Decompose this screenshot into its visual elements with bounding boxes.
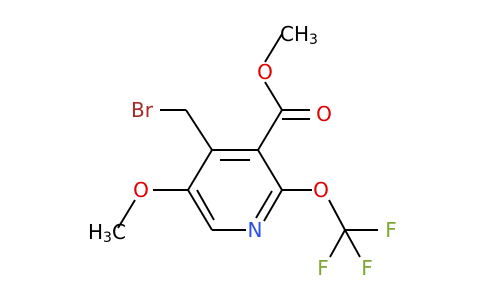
atom-f-bottom-left: F <box>317 256 329 280</box>
atom-methoxy-o: O <box>133 178 149 202</box>
pyridine-ring <box>187 149 283 231</box>
atom-ocf3-o: O <box>313 178 329 202</box>
methoxy-h: H <box>88 220 103 244</box>
bond-ccarbonyl-o-single <box>264 81 283 111</box>
atom-ring-n: N <box>248 218 263 242</box>
bond-c6-c5-inner <box>196 189 215 221</box>
bond-omethoxy-ch3 <box>117 199 136 229</box>
bond-c5-c4 <box>187 149 213 191</box>
bond-c2-n <box>263 189 283 222</box>
bond-o-ch3 <box>264 33 283 63</box>
atom-methyl-top: CH3 <box>280 22 318 48</box>
bond-c6-c5 <box>187 189 213 231</box>
methyl-top-ch: CH <box>280 22 309 46</box>
atom-br: Br <box>131 98 154 122</box>
bond-c4-ch2 <box>185 109 213 151</box>
atom-f-bottom-right: F <box>361 256 373 280</box>
bond-c2-n-inner <box>255 190 273 219</box>
substituent-bonds <box>117 33 378 258</box>
atom-labels: Br O O CH3 O H3C N O F F F <box>88 22 397 280</box>
methoxy-c: C <box>112 220 126 244</box>
atom-f-right: F <box>385 218 397 242</box>
methoxy-subscript: 3 <box>103 230 112 246</box>
bond-cf3-f-bottom-right <box>344 229 361 258</box>
bond-cf3-f-bottom-left <box>329 229 346 258</box>
atom-ester-o-double: O <box>316 102 332 126</box>
atom-ester-o-single: O <box>257 60 273 84</box>
bond-c3-c2 <box>257 149 283 191</box>
bond-c3-ccarbonyl <box>257 109 283 151</box>
atom-methoxy-ch3: H3C <box>88 220 126 246</box>
bond-o-cf3 <box>328 199 346 231</box>
methyl-top-subscript: 3 <box>309 32 318 48</box>
